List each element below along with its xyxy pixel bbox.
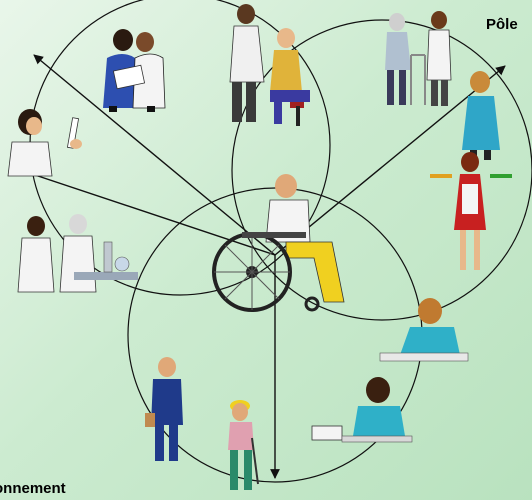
lab-technician-syringe-figure — [7, 109, 82, 177]
arrow-left — [13, 166, 276, 256]
woman-on-phone-figure — [379, 298, 469, 362]
label-pole: Pôle — [486, 16, 518, 33]
arrow-upper-right — [274, 65, 506, 256]
walker-and-doctor-figure — [385, 11, 452, 106]
person-in-wheelchair-figure — [212, 174, 345, 312]
woman-calculator-figure — [311, 377, 413, 443]
label-environnement: onnement — [0, 480, 66, 497]
doctor-blood-pressure-figure — [229, 4, 310, 126]
woman-in-blue-figure — [462, 71, 500, 160]
nurses-with-clipboard-figure — [103, 29, 166, 112]
construction-worker-figure — [228, 400, 259, 490]
scientists-lab-bench-figure — [17, 214, 138, 293]
waitress-serving-figure — [430, 152, 512, 270]
businessman-figure — [145, 357, 183, 461]
circle-right — [231, 19, 532, 321]
arrow-upper-left — [33, 54, 276, 256]
